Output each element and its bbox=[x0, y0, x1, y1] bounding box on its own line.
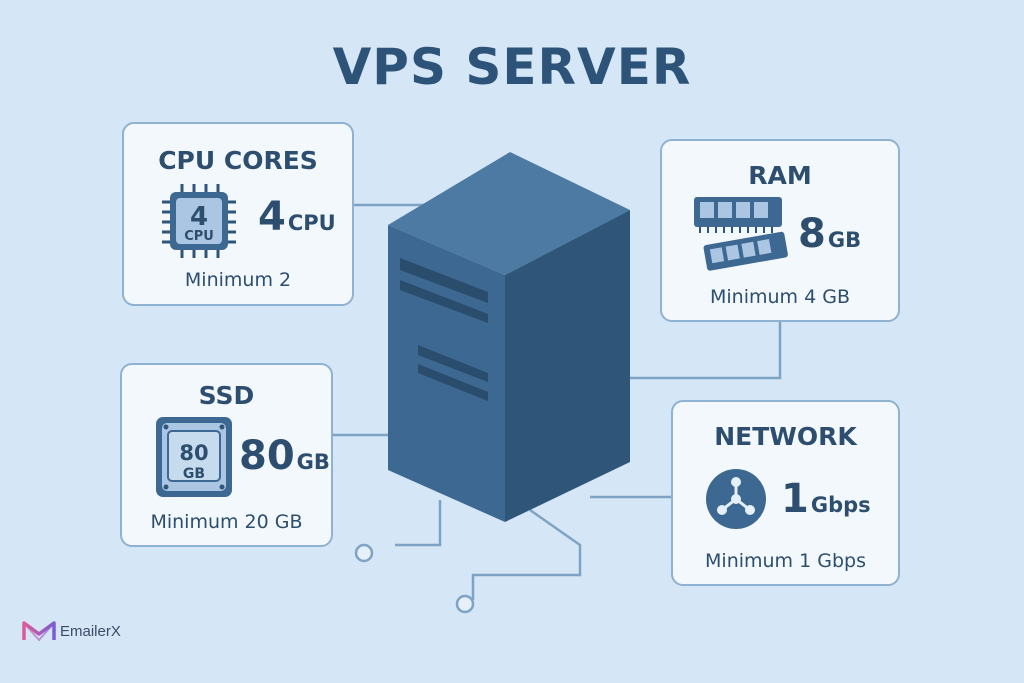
ssd-icon-label: GB bbox=[183, 466, 205, 482]
ram-value: 8GB bbox=[798, 211, 861, 257]
ssd-icon-number: 80 bbox=[179, 441, 208, 465]
ram-minimum: Minimum 4 GB bbox=[710, 286, 850, 308]
ram-module-icon bbox=[690, 191, 790, 281]
cpu-card-title: CPU CORES bbox=[158, 146, 318, 175]
cpu-value-number: 4 bbox=[258, 194, 286, 240]
network-value-unit: Gbps bbox=[810, 493, 871, 517]
wire-node-bottom bbox=[455, 594, 475, 614]
cpu-value: 4CPU bbox=[258, 194, 336, 240]
server-tower bbox=[388, 152, 630, 522]
connector-lines bbox=[333, 203, 782, 600]
network-minimum: Minimum 1 Gbps bbox=[705, 550, 866, 572]
cpu-value-unit: CPU bbox=[287, 211, 336, 235]
network-value: 1Gbps bbox=[781, 476, 871, 522]
network-icon bbox=[705, 468, 767, 530]
server-slot-2 bbox=[400, 280, 488, 323]
ssd-minimum: Minimum 20 GB bbox=[150, 511, 303, 533]
ssd-value-number: 80 bbox=[239, 433, 295, 479]
cpu-chip-icon: 4 CPU bbox=[160, 182, 238, 260]
ram-card: RAM 8GB Minimum 4 GB bbox=[660, 139, 900, 322]
ssd-card: SSD 80 GB 80GB Minimum 20 GB bbox=[120, 363, 333, 547]
ssd-drive-icon: 80 GB bbox=[154, 415, 234, 499]
ram-card-title: RAM bbox=[748, 161, 812, 190]
cpu-card: CPU CORES 4 CPU 4CPU Minimum 2 bbox=[122, 122, 354, 306]
emailerx-logo-icon bbox=[22, 621, 56, 642]
brand-logo: EmailerX bbox=[22, 620, 121, 642]
wire-left bbox=[395, 500, 442, 547]
cpu-chip-label: CPU bbox=[184, 229, 214, 244]
ssd-card-title: SSD bbox=[198, 381, 255, 410]
page-title: VPS SERVER bbox=[332, 38, 692, 96]
cpu-chip-number: 4 bbox=[190, 202, 208, 232]
ram-connector bbox=[620, 322, 782, 380]
ram-value-number: 8 bbox=[798, 211, 826, 257]
server-slot-1 bbox=[400, 258, 488, 303]
network-card: NETWORK 1Gbps Minimum 1 Gbps bbox=[671, 400, 900, 586]
server-slot-4 bbox=[418, 364, 488, 401]
cpu-minimum: Minimum 2 bbox=[184, 269, 292, 291]
ssd-value: 80GB bbox=[239, 433, 330, 479]
ssd-value-unit: GB bbox=[296, 450, 330, 474]
brand-name: EmailerX bbox=[60, 622, 121, 640]
network-card-title: NETWORK bbox=[714, 422, 857, 451]
ram-value-unit: GB bbox=[827, 228, 862, 252]
wire-node-left bbox=[354, 543, 374, 563]
network-value-number: 1 bbox=[781, 476, 809, 522]
server-slot-3 bbox=[418, 345, 488, 382]
wire-bottom bbox=[471, 508, 582, 600]
